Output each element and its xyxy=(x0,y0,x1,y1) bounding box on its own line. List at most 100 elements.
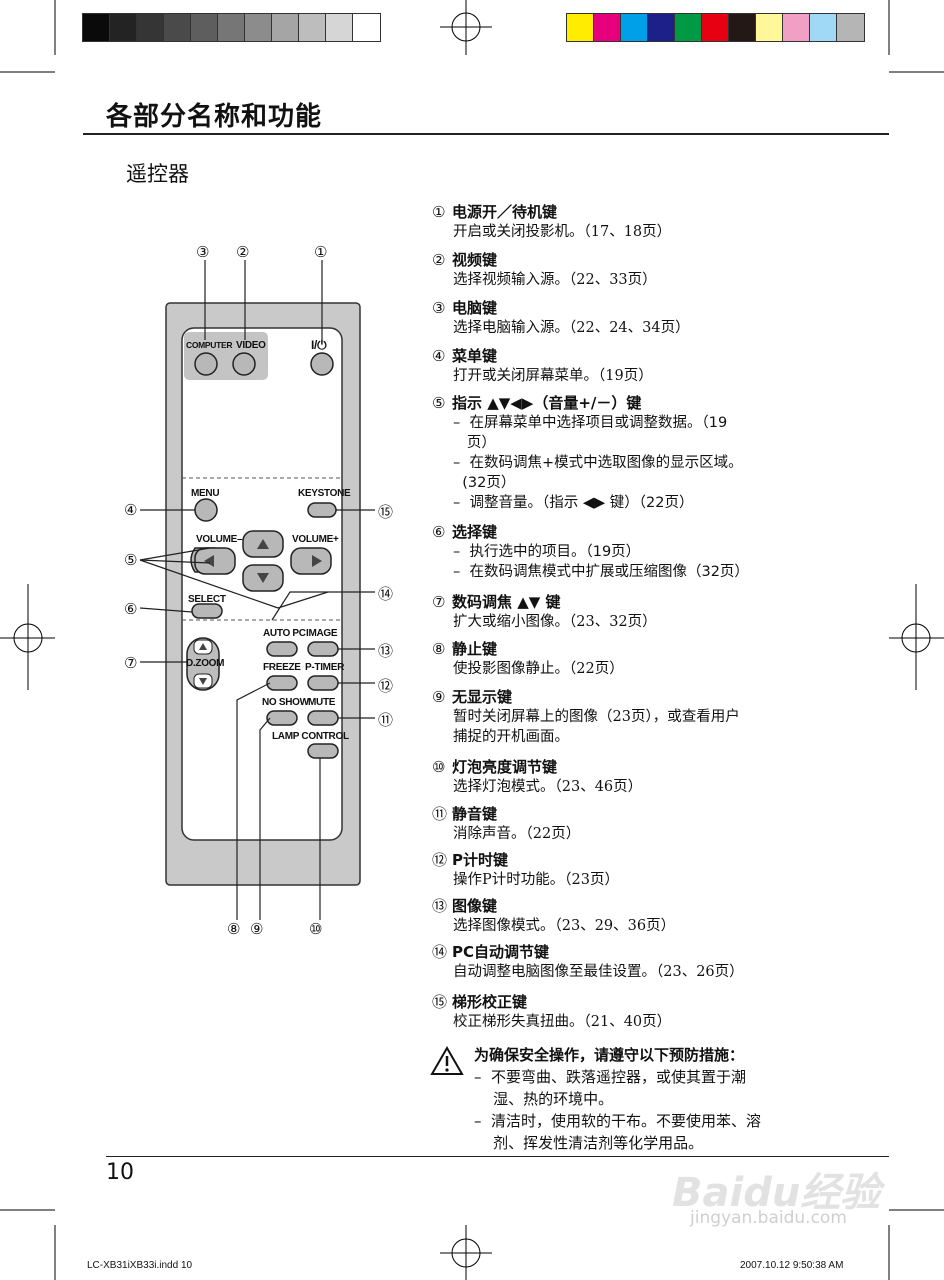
item-description: 扩大或缩小图像。（23、32页） xyxy=(453,614,657,630)
item-number: ⑫ xyxy=(432,851,448,869)
image-button-label: IMAGE xyxy=(306,628,338,639)
callout-6: ⑥ xyxy=(124,600,138,618)
item-sub-line: – 调整音量。（指示 ◀▶ 键）（22页） xyxy=(453,495,694,511)
warning-title: 为确保安全操作，请遵守以下预防措施： xyxy=(474,1046,745,1064)
item-number: ⑤ xyxy=(432,394,446,412)
color-swatch xyxy=(701,13,730,42)
color-swatch xyxy=(836,13,865,42)
gray-swatch xyxy=(109,13,138,42)
callout-7: ⑦ xyxy=(124,654,138,672)
baidu-watermark-url: jingyan.baidu.com xyxy=(690,1208,847,1228)
item-title: 图像键 xyxy=(452,897,498,915)
item-number: ② xyxy=(432,251,446,269)
freeze-button-label: FREEZE xyxy=(263,662,301,673)
callout-11: ⑪ xyxy=(378,711,394,729)
item-number: ⑨ xyxy=(432,688,446,706)
item-description: 开启或关闭投影机。（17、18页） xyxy=(453,224,672,240)
footer-filename: LC-XB31iXB33i.indd 10 xyxy=(87,1260,193,1271)
item-number: ⑭ xyxy=(432,943,448,961)
item-title: P计时键 xyxy=(452,851,508,869)
item-title: 灯泡亮度调节键 xyxy=(452,758,558,776)
item-title: 静止键 xyxy=(452,640,498,658)
callout-13: ⑬ xyxy=(378,642,394,660)
item-description: 消除声音。（22页） xyxy=(453,826,581,842)
volume-plus-label: VOLUME+ xyxy=(292,534,339,545)
item-number: ⑦ xyxy=(432,593,446,611)
item-sub-line: – 在数码调焦+模式中选取图像的显示区域。 xyxy=(453,455,743,471)
item-description-continued: 捕捉的开机画面。 xyxy=(453,729,569,745)
safety-warning: 为确保安全操作，请遵守以下预防措施： – 不要弯曲、跌落遥控器，或使其置于潮 湿… xyxy=(432,1044,812,1154)
warning-line-4: 剂、挥发性清洁剂等化学用品。 xyxy=(474,1134,704,1152)
footer-rule xyxy=(106,1156,889,1157)
gray-swatch xyxy=(136,13,165,42)
item-number: ⑧ xyxy=(432,640,446,658)
dzoom-button-label: D.ZOOM xyxy=(186,658,225,669)
item-sub-line: – 在数码调焦模式中扩展或压缩图像（32页） xyxy=(453,564,749,580)
item-number: ⑮ xyxy=(432,993,448,1011)
page-title: 各部分名称和功能 xyxy=(106,102,323,132)
callout-10: ⑩ xyxy=(309,920,323,938)
gray-swatch xyxy=(298,13,327,42)
gray-swatch xyxy=(271,13,300,42)
item-description: 自动调整电脑图像至最佳设置。（23、26页） xyxy=(453,964,744,980)
item-description: 选择视频输入源。（22、33页） xyxy=(453,272,657,288)
remote-illustration xyxy=(139,260,375,920)
callout-8: ⑧ xyxy=(227,920,241,938)
page-number: 10 xyxy=(106,1160,134,1185)
callout-4: ④ xyxy=(124,501,138,519)
power-button-label: I/⏻ xyxy=(311,338,327,352)
auto-pc-button-label: AUTO PC xyxy=(263,628,306,639)
function-item-title: ⑧ 静止键 xyxy=(432,639,832,659)
video-button-label: VIDEO xyxy=(236,340,266,351)
item-title: 菜单键 xyxy=(452,347,498,365)
item-title: PC自动调节键 xyxy=(452,943,550,961)
item-title: 电源开／待机键 xyxy=(452,203,558,221)
item-title: 静音键 xyxy=(452,805,498,823)
item-title: 梯形校正键 xyxy=(452,993,528,1011)
color-swatch xyxy=(674,13,703,42)
gray-swatch xyxy=(325,13,354,42)
ptimer-button-label: P-TIMER xyxy=(305,662,345,673)
warning-line-1: – 不要弯曲、跌落遥控器，或使其置于潮 xyxy=(474,1068,747,1086)
item-title: 电脑键 xyxy=(452,299,498,317)
section-title: 遥控器 xyxy=(126,162,189,186)
item-description: 操作P计时功能。（23页） xyxy=(453,872,619,888)
item-description: 打开或关闭屏幕菜单。（19页） xyxy=(453,368,653,384)
baidu-watermark: Baidu经验 xyxy=(672,1170,881,1216)
gray-swatch xyxy=(82,13,111,42)
warning-line-3: – 清洁时，使用软的干布。不要使用苯、溶 xyxy=(474,1112,762,1130)
lamp-control-button-label: LAMP CONTROL xyxy=(272,731,349,742)
select-button-label: SELECT xyxy=(188,594,226,605)
computer-button-label: COMPUTER xyxy=(186,340,233,350)
item-sub-line: 页） xyxy=(453,435,496,451)
item-number: ⑥ xyxy=(432,523,446,541)
callout-1: ① xyxy=(314,243,328,261)
color-swatch xyxy=(809,13,838,42)
color-swatch xyxy=(566,13,595,42)
volume-minus-label: VOLUME– xyxy=(196,534,243,545)
callout-5: ⑤ xyxy=(124,551,138,569)
item-sub-line: – 在屏幕菜单中选择项目或调整数据。（19 xyxy=(453,415,728,431)
